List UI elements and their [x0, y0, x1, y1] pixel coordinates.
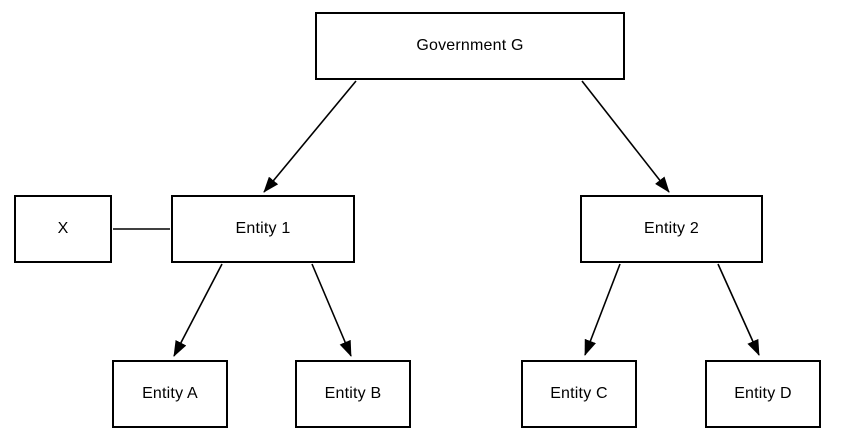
edge-entity1-to-entityB: [311, 263, 352, 357]
edge-government-to-entity2: [581, 80, 670, 193]
node-government-g: Government G: [315, 12, 625, 80]
edge-entity2-to-entityD: [717, 263, 760, 356]
node-entity-1-label: Entity 1: [235, 220, 291, 237]
node-entity-1: Entity 1: [171, 195, 355, 263]
node-entity-a: Entity A: [112, 360, 228, 428]
edge-entity1-to-entityA: [173, 263, 223, 357]
node-entity-b-label: Entity B: [324, 385, 382, 402]
node-entity-c-label: Entity C: [550, 385, 608, 402]
node-entity-d-label: Entity D: [734, 385, 792, 402]
node-entity-2-label: Entity 2: [644, 220, 699, 237]
node-entity-c: Entity C: [521, 360, 637, 428]
node-entity-a-label: Entity A: [142, 385, 198, 402]
edge-entity2-to-entityC: [584, 263, 621, 356]
node-entity-b: Entity B: [295, 360, 411, 428]
node-x: X: [14, 195, 112, 263]
edge-government-to-entity1: [263, 80, 357, 193]
node-x-label: X: [57, 220, 69, 237]
node-entity-2: Entity 2: [580, 195, 763, 263]
node-entity-d: Entity D: [705, 360, 821, 428]
node-government-g-label: Government G: [416, 37, 524, 54]
